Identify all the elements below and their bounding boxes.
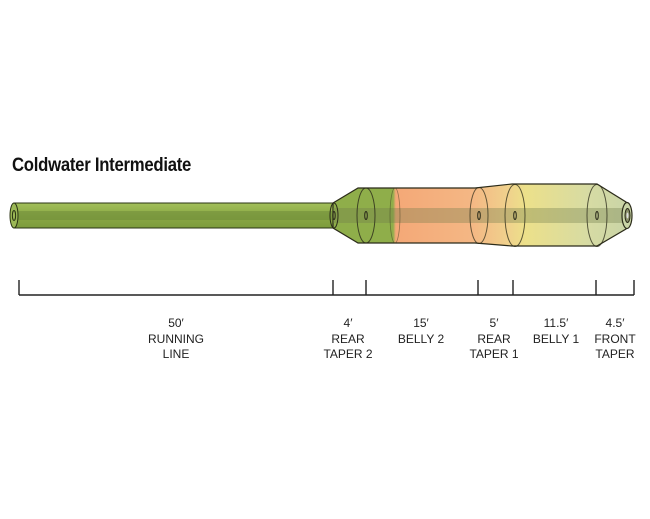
section-length: 5′ — [489, 316, 499, 330]
section-name: LINE — [162, 347, 190, 361]
section-name: REAR — [331, 331, 365, 346]
section-name: RUNNING — [148, 331, 204, 346]
section-length: 4.5′ — [605, 316, 625, 330]
section-name: BELLY 1 — [532, 331, 580, 346]
section-label-rear-taper-1: 5′ REAR TAPER 1 — [469, 316, 518, 363]
section-name: BELLY 2 — [397, 331, 445, 346]
section-label-belly-1: 11.5′ BELLY 1 — [533, 316, 579, 347]
diagram-title: Coldwater Intermediate — [12, 155, 192, 176]
section-name: REAR — [477, 331, 511, 346]
section-length: 15′ — [413, 316, 429, 330]
section-name: TAPER 2 — [323, 347, 373, 361]
section-name: FRONT — [594, 331, 636, 346]
section-length: 50′ — [168, 316, 184, 330]
section-label-belly-2: 15′ BELLY 2 — [398, 316, 444, 347]
section-length: 4′ — [343, 316, 353, 330]
running-line-segment — [9, 202, 335, 229]
section-label-front-taper: 4.5′ FRONT TAPER — [594, 316, 635, 363]
section-label-running-line: 50′ RUNNING LINE — [148, 316, 204, 363]
length-scale-bar — [18, 280, 635, 296]
section-length: 11.5′ — [543, 316, 569, 330]
section-name: TAPER — [595, 347, 635, 361]
section-name: TAPER 1 — [469, 347, 519, 361]
line-body — [332, 183, 627, 247]
section-label-rear-taper-2: 4′ REAR TAPER 2 — [323, 316, 372, 363]
